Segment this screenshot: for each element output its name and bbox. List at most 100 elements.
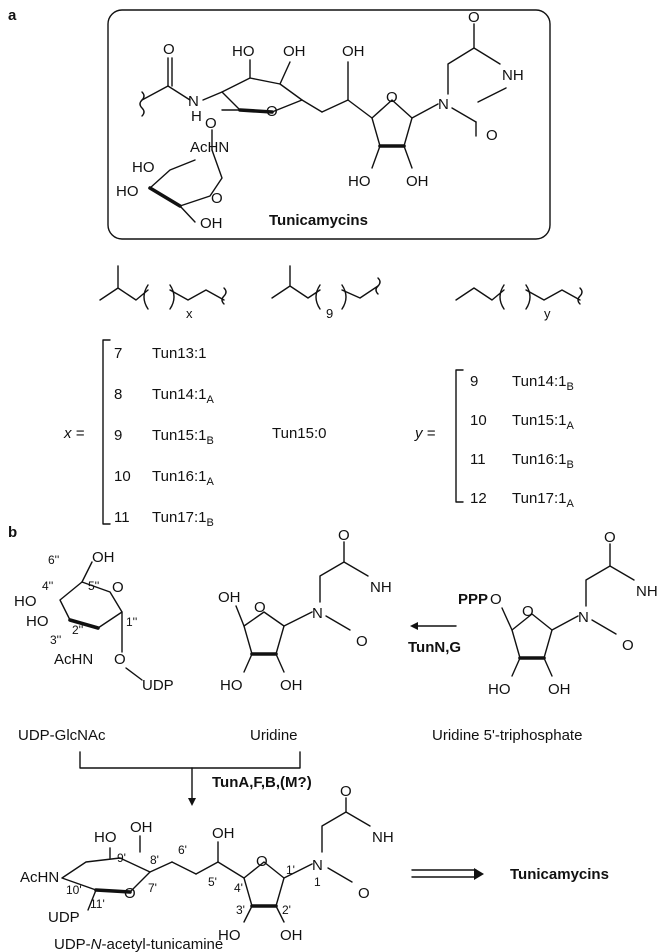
x-table-row-8-compound: Tun14:1A: [152, 386, 215, 406]
y-table-row-11-value: 11: [470, 451, 486, 468]
x-table-row-9-compound: Tun15:1B: [152, 427, 214, 447]
svg-text:2'': 2'': [72, 623, 83, 637]
svg-text:NH: NH: [370, 579, 392, 596]
x-table-row-7-value: 7: [114, 345, 122, 362]
x-table-row-9-value: 9: [114, 427, 122, 444]
y-table-row-9-value: 9: [470, 373, 478, 390]
svg-text:8': 8': [150, 853, 159, 867]
utp-structure: PPP O O HO OH N NH O O: [458, 529, 658, 698]
svg-text:O: O: [622, 637, 634, 654]
svg-text:OH: OH: [130, 819, 153, 836]
svg-text:AcHN: AcHN: [20, 869, 59, 886]
wavy-bond: [139, 91, 145, 117]
product-name-pre: UDP-: [54, 936, 91, 952]
svg-text:OH: OH: [280, 677, 303, 694]
svg-text:OH: OH: [218, 589, 241, 606]
svg-text:HO: HO: [220, 677, 243, 694]
svg-text:O: O: [468, 9, 480, 26]
svg-text:HO: HO: [14, 593, 37, 610]
arrow-tun-afb: TunA,F,B,(M?): [79, 751, 312, 806]
svg-text:OH: OH: [200, 215, 223, 232]
amide-group: O N H: [141, 41, 223, 125]
y-table-row-11-compound: Tun16:1B: [512, 451, 574, 471]
x-table-row-10-compound: Tun16:1A: [152, 468, 215, 488]
svg-text:HO: HO: [232, 43, 255, 60]
svg-text:x: x: [186, 306, 193, 321]
svg-text:1'': 1'': [126, 615, 137, 629]
middle-compound: Tun15:0: [272, 425, 327, 442]
svg-text:NH: NH: [636, 583, 658, 600]
udp-glcnac-structure: 6'' OH 4'' 5'' O HO HO 1'' 3'' 2'' AcHN …: [14, 549, 174, 694]
svg-text:10': 10': [66, 883, 82, 897]
svg-text:O: O: [486, 127, 498, 144]
side-chain-y: y: [455, 284, 583, 321]
x-table-row-8-value: 8: [114, 386, 122, 403]
arrow-to-tunicamycins: [411, 868, 484, 880]
svg-text:O: O: [114, 651, 126, 668]
svg-text:TunN,G: TunN,G: [408, 639, 461, 656]
svg-text:TunA,F,B,(M?): TunA,F,B,(M?): [212, 774, 312, 791]
svg-text:y: y: [544, 306, 551, 321]
y-table-row-10-compound: Tun15:1A: [512, 412, 575, 432]
y-table-row-12-compound: Tun17:1A: [512, 490, 575, 510]
svg-text:1': 1': [286, 863, 295, 877]
svg-text:11': 11': [90, 897, 105, 911]
x-table-row-10-value: 10: [114, 468, 131, 485]
svg-text:UDP: UDP: [48, 909, 80, 926]
svg-text:3'': 3'': [50, 633, 61, 647]
svg-text:4': 4': [234, 881, 243, 895]
svg-text:OH: OH: [548, 681, 571, 698]
product-name-italic: N: [91, 936, 102, 952]
tunicamine-ring: HO OH O O: [205, 43, 349, 132]
svg-text:O: O: [386, 89, 398, 106]
svg-text:O: O: [254, 599, 266, 616]
svg-text:HO: HO: [116, 183, 139, 200]
svg-text:HO: HO: [348, 173, 371, 190]
svg-text:AcHN: AcHN: [190, 139, 229, 156]
y-table-row-9-compound: Tun14:1B: [512, 373, 574, 393]
utp-name: Uridine 5'-triphosphate: [432, 727, 582, 744]
x-table-row-11-value: 11: [114, 509, 130, 526]
svg-text:N: N: [578, 609, 589, 626]
svg-text:UDP: UDP: [142, 677, 174, 694]
svg-text:OH: OH: [92, 549, 115, 566]
svg-text:OH: OH: [406, 173, 429, 190]
svg-text:O: O: [256, 853, 268, 870]
svg-text:O: O: [604, 529, 616, 546]
svg-text:O: O: [112, 579, 124, 596]
uridine-structure: OH O HO OH N NH O O: [218, 527, 392, 694]
svg-text:HO: HO: [218, 927, 241, 944]
svg-text:OH: OH: [342, 43, 365, 60]
y-table-row-12-value: 12: [470, 490, 487, 507]
svg-text:OH: OH: [280, 927, 303, 944]
svg-text:9: 9: [326, 306, 333, 321]
svg-text:1: 1: [314, 875, 321, 889]
svg-text:HO: HO: [94, 829, 117, 846]
svg-text:HO: HO: [26, 613, 49, 630]
svg-text:O: O: [124, 885, 136, 902]
svg-text:6'': 6'': [48, 553, 59, 567]
svg-text:AcHN: AcHN: [54, 651, 93, 668]
svg-text:2': 2': [282, 903, 291, 917]
panel-a-label: a: [8, 7, 17, 24]
x-table-row-11-compound: Tun17:1B: [152, 509, 214, 529]
side-chain-9: 9: [271, 265, 381, 321]
svg-text:NH: NH: [372, 829, 394, 846]
svg-text:3': 3': [236, 903, 245, 917]
svg-text:O: O: [340, 783, 352, 800]
svg-text:N: N: [312, 857, 323, 874]
svg-text:HO: HO: [488, 681, 511, 698]
udp-n-acetyl-tunicamine-structure: HO OH AcHN 9' 8' 10' 7' 11' O 6' OH 5' O…: [20, 783, 394, 944]
tunicamycins-box: [107, 9, 551, 240]
panel-b-label: b: [8, 524, 17, 541]
svg-text:N: N: [438, 96, 449, 113]
final-product: Tunicamycins: [510, 866, 609, 883]
svg-text:NH: NH: [502, 67, 524, 84]
svg-text:5': 5': [208, 875, 217, 889]
svg-text:y =: y =: [414, 425, 436, 442]
udp-n-acetyl-tunicamine-name: UDP-N-acetyl-tunicamine: [54, 936, 223, 952]
svg-text:H: H: [191, 108, 202, 125]
svg-text:x =: x =: [63, 425, 85, 442]
